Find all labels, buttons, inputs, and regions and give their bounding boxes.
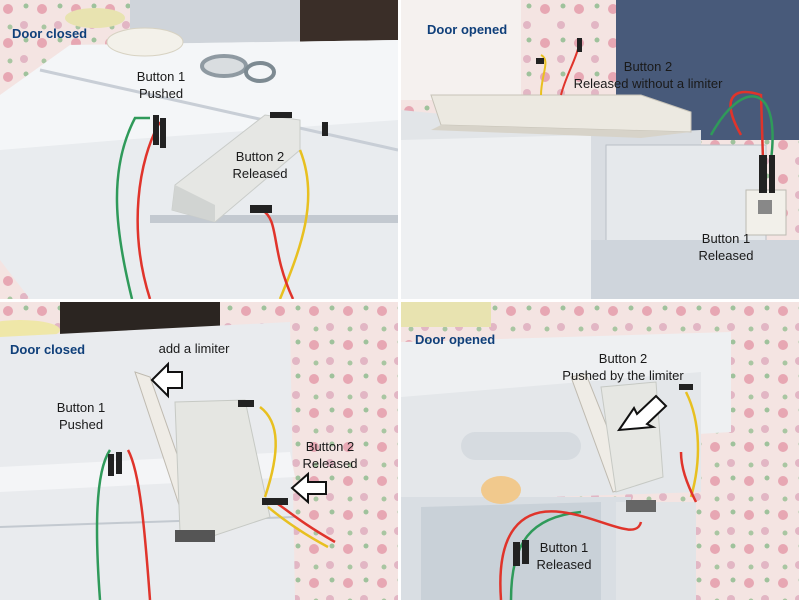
label-line: Pushed by the limiter [562, 368, 684, 383]
label-line: Button 1 [701, 231, 751, 246]
button-2-label: Button 2 Released without a limiter [563, 58, 733, 92]
label-line: Button 1 [56, 400, 106, 415]
label-line: Button 2 [305, 439, 355, 454]
button-1-label: Button 1 Pushed [126, 68, 196, 102]
photo-panel-door-closed-1: Door closed Button 1 Pushed Button 2 Rel… [0, 0, 398, 299]
label-line: Button 1 [539, 540, 589, 555]
photo-panel-door-opened-2: Door opened Button 2 Pushed by the limit… [401, 302, 799, 600]
label-line: Released without a limiter [573, 76, 723, 91]
button-1-label: Button 1 Pushed [46, 399, 116, 433]
label-line: Button 2 [235, 149, 285, 164]
button-1-label: Button 1 Released [691, 230, 761, 264]
photo-panel-door-opened-1: Door opened Button 2 Released without a … [401, 0, 799, 299]
photo-panel-door-closed-2: Door closed add a limiter Button 1 Pushe… [0, 302, 398, 600]
label-line: Released [302, 456, 358, 471]
label-line: Button 1 [136, 69, 186, 84]
panel-2-photo [401, 0, 799, 299]
label-line: Pushed [138, 86, 184, 101]
label-line: add a limiter [158, 341, 230, 356]
panel-1-photo [0, 0, 398, 299]
panel-heading: Door opened [427, 22, 508, 37]
label-line: Released [698, 248, 754, 263]
label-line: Released [232, 166, 288, 181]
panel-heading: Door closed [12, 26, 88, 41]
button-2-label: Button 2 Released [222, 148, 298, 182]
label-line: Button 2 [598, 351, 648, 366]
panel-4-photo [401, 302, 799, 600]
label-line: Pushed [58, 417, 104, 432]
button-2-label: Button 2 Pushed by the limiter [548, 350, 698, 384]
label-line: Released [536, 557, 592, 572]
button-1-label: Button 1 Released [529, 539, 599, 573]
panel-3-photo [0, 302, 398, 600]
panel-heading: Door opened [415, 332, 496, 347]
button-2-label: Button 2 Released [292, 438, 368, 472]
label-line: Button 2 [623, 59, 673, 74]
panel-heading: Door closed [10, 342, 86, 357]
limiter-label: add a limiter [150, 340, 238, 357]
